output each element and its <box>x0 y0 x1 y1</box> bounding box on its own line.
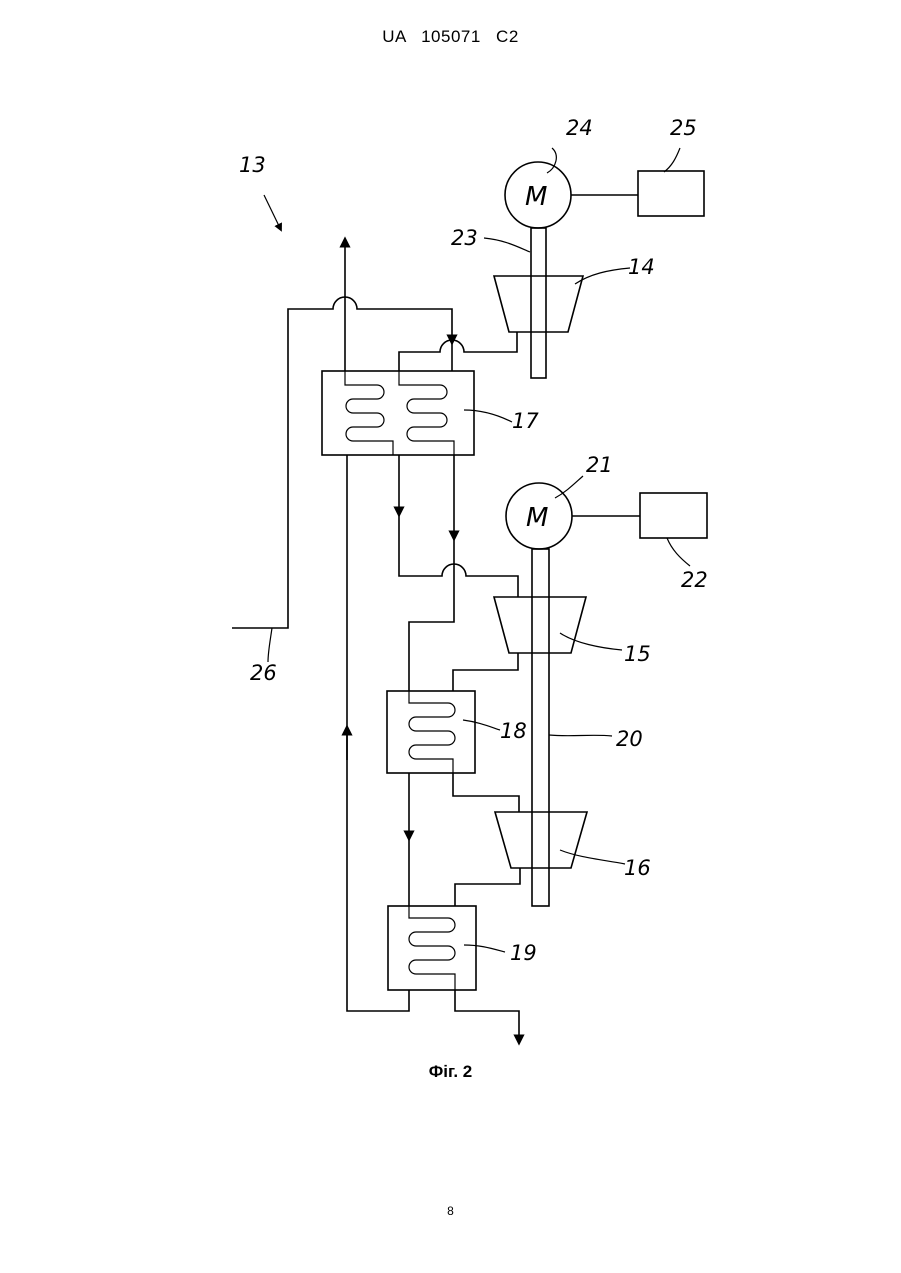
label-26: 26 <box>250 661 277 685</box>
heat-exchanger-17-coil-right <box>399 371 454 455</box>
compressor-16-outlet <box>455 868 520 906</box>
label-18: 18 <box>500 719 527 743</box>
system-pointer-arrow <box>264 195 280 228</box>
leader-22 <box>667 538 690 566</box>
control-unit-25 <box>638 171 704 216</box>
leader-26 <box>268 628 272 662</box>
label-19: 19 <box>510 941 537 965</box>
label-13: 13 <box>239 153 266 177</box>
leader-20 <box>549 735 612 736</box>
label-22: 22 <box>681 568 708 592</box>
motor-24-symbol: M <box>525 182 547 212</box>
shaft-20 <box>532 549 549 906</box>
flow-17-to-15-cont <box>399 512 518 597</box>
label-17: 17 <box>512 409 539 433</box>
leader-23 <box>484 238 530 252</box>
heat-exchanger-17-coil-left <box>345 371 393 455</box>
outlet-19 <box>455 990 519 1040</box>
label-23: 23 <box>451 226 478 250</box>
figure-caption: Фіг. 2 <box>0 1062 901 1082</box>
leader-21 <box>555 476 583 498</box>
control-unit-22 <box>640 493 707 538</box>
leader-25 <box>664 148 680 172</box>
compressor-16 <box>495 812 587 868</box>
leader-18 <box>463 720 500 730</box>
label-16: 16 <box>624 856 651 880</box>
label-24: 24 <box>566 116 593 140</box>
label-25: 25 <box>670 116 697 140</box>
heat-exchanger-19-coil <box>409 906 455 990</box>
leader-15 <box>560 633 622 650</box>
page-number: 8 <box>0 1204 901 1218</box>
label-20: 20 <box>616 727 643 751</box>
label-21: 21 <box>586 453 613 477</box>
motor-21-symbol: M <box>526 503 548 533</box>
leader-16 <box>560 850 625 864</box>
leader-17 <box>464 410 512 422</box>
flow-17-to-18-cont <box>409 536 454 691</box>
compressor-15 <box>494 597 586 653</box>
leader-19 <box>464 945 505 952</box>
heat-exchanger-18-coil <box>409 691 455 773</box>
return-line <box>347 735 409 1011</box>
compressor-14-outlet <box>399 332 517 371</box>
label-15: 15 <box>624 642 651 666</box>
compressor-14 <box>494 276 583 332</box>
label-14: 14 <box>628 255 655 279</box>
leader-24 <box>547 148 556 173</box>
line-26 <box>232 297 452 628</box>
shaft-23 <box>531 228 546 378</box>
compressor-15-outlet <box>453 653 518 691</box>
flow-18-to-16 <box>453 773 519 812</box>
